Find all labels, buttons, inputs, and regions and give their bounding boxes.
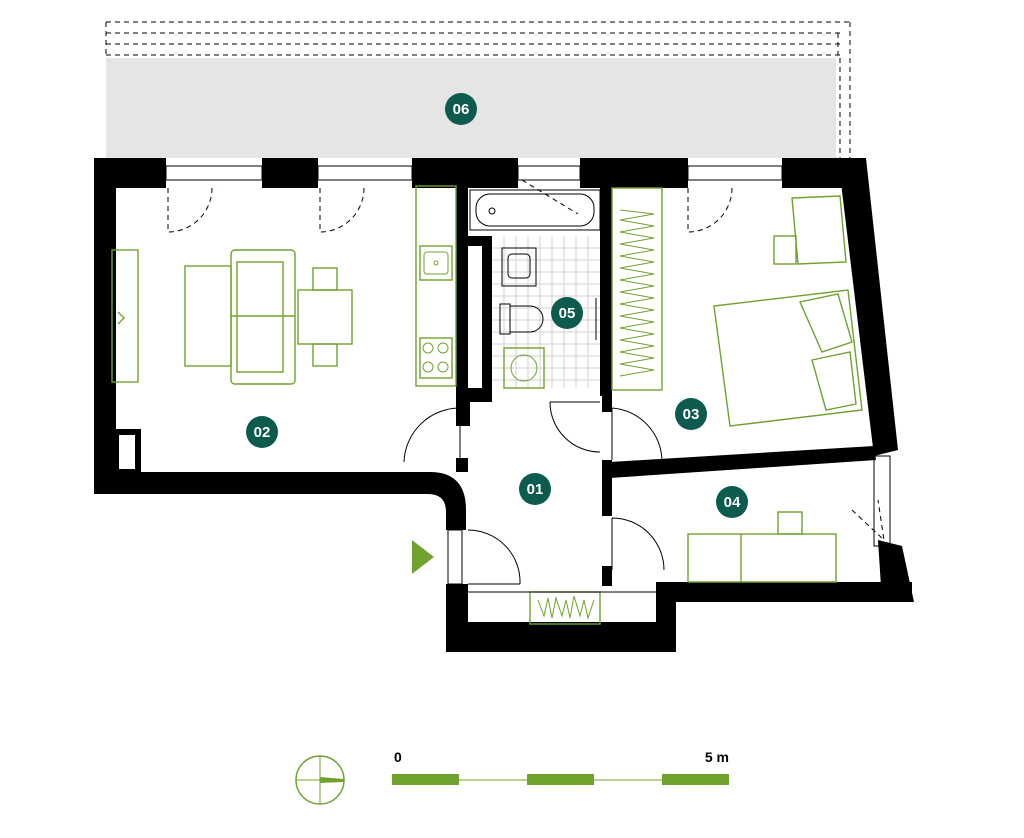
room-badge-05: 05 (551, 297, 583, 329)
living-room-furniture (111, 249, 353, 385)
room-label-01: 01 (527, 481, 544, 498)
room-badge-06: 06 (445, 93, 477, 125)
room-label-05: 05 (559, 305, 576, 322)
room-label-03: 03 (683, 406, 700, 423)
terrace (105, 21, 851, 160)
scale-end-label: 5 m (705, 749, 729, 765)
walls (94, 158, 914, 652)
north-arrow-compass-icon (295, 755, 345, 805)
room-04-furniture (687, 511, 837, 583)
room-badge-04: 04 (716, 486, 748, 518)
window-swings (167, 179, 733, 233)
scale-bar: 0 5 m (392, 749, 729, 785)
bedroom-furniture (611, 187, 863, 427)
entrance-arrow-icon (412, 540, 434, 574)
room-label-06: 06 (453, 101, 470, 118)
scale-start-label: 0 (394, 749, 402, 765)
room-label-04: 04 (724, 494, 741, 511)
room-badge-02: 02 (246, 416, 278, 448)
room-badge-01: 01 (519, 473, 551, 505)
doors (403, 401, 891, 585)
kitchen (415, 185, 457, 387)
room-badge-03: 03 (675, 398, 707, 430)
room-label-02: 02 (254, 424, 271, 441)
hall-wardrobe (468, 591, 656, 625)
bathroom (469, 189, 601, 389)
